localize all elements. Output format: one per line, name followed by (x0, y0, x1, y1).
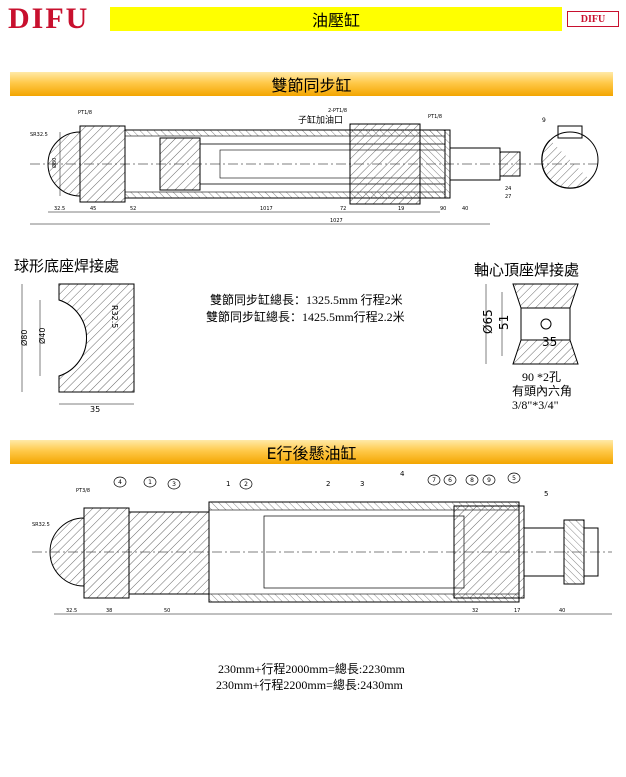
balloon-7: 7 (432, 477, 436, 484)
ball-base-title: 球形底座焊接處 (14, 257, 120, 275)
dim-d80: Ø80 (51, 158, 58, 168)
dim2-32-5: 32.5 (66, 608, 77, 614)
ball-base-d80: Ø80 (19, 330, 29, 346)
balloon-3: 3 (172, 481, 176, 488)
dim2-40: 40 (559, 608, 565, 614)
ball-base-drawing: Ø80 Ø40 R32.5 35 (19, 283, 135, 414)
axle-note-2: 有頭內六角 (512, 384, 573, 398)
spec2-line-1: 230mm+行程2000mm=總長:2230mm (218, 662, 405, 676)
port-label-pt18: PT1/8 (78, 110, 92, 116)
balloon-5: 5 (512, 475, 516, 482)
balloon-4: 4 (118, 479, 122, 486)
axle-top-d51: 51 (497, 315, 511, 330)
dim2-50: 50 (164, 608, 170, 614)
spec2-line-2: 230mm+行程2200mm=總長:2430mm (216, 678, 403, 692)
e-suspension-cylinder-drawing: 4 1 3 2 7 6 8 9 5 1 2 3 4 5 PT3/8 SR32.5… (32, 470, 612, 615)
dim-72: 72 (340, 206, 346, 212)
balloon-1: 1 (148, 479, 152, 486)
brand-badge: DIFU (567, 11, 619, 27)
dim-9: 9 (542, 117, 546, 124)
part-3: 3 (360, 480, 364, 488)
spec-line-2: 雙節同步缸總長：1425.5mm行程2.2米 (206, 310, 405, 324)
dim-19: 19 (398, 206, 404, 212)
spec-line-1: 雙節同步缸總長：1325.5mm 行程2米 (210, 293, 403, 307)
dim-32-5: 32.5 (54, 206, 65, 212)
axle-top-title: 軸心頂座焊接處 (474, 261, 580, 279)
dim2-17: 17 (514, 608, 520, 614)
axle-note-1: 90 *2孔 (522, 370, 562, 384)
part-4: 4 (400, 470, 405, 478)
port-label-top: 2-PT1/8 (328, 108, 347, 114)
balloon-6: 6 (448, 477, 452, 484)
ball-base-w35: 35 (90, 405, 100, 414)
dim-24: 24 (505, 186, 511, 192)
sr-label-2: SR32.5 (32, 522, 50, 528)
section-title-dual-sync: 雙節同步缸 (10, 72, 613, 96)
child-port-label: 子缸加油口 (298, 114, 343, 126)
page-title: 油壓缸 (110, 7, 562, 31)
dim-45: 45 (90, 206, 96, 212)
sr-label: SR32.5 (30, 132, 48, 138)
section-title-e-suspension: E行後懸油缸 (10, 440, 613, 464)
dim-40: 40 (462, 206, 468, 212)
part-1: 1 (226, 480, 230, 488)
part-5: 5 (544, 490, 548, 498)
balloon-2: 2 (244, 481, 248, 488)
pt-label: PT3/8 (76, 488, 90, 494)
axle-top-d65: Ø65 (481, 309, 495, 334)
dim-1017: 1017 (260, 206, 273, 212)
dim-90: 90 (440, 206, 446, 212)
axle-top-w35: 35 (542, 335, 557, 349)
dim-27: 27 (505, 194, 511, 200)
balloon-9: 9 (487, 477, 491, 484)
part-2: 2 (326, 480, 330, 488)
ball-base-r: R32.5 (110, 305, 119, 328)
balloon-8: 8 (470, 477, 474, 484)
dim2-32: 32 (472, 608, 478, 614)
ball-base-d40: Ø40 (37, 328, 47, 344)
axle-note-3: 3/8"*3/4" (512, 398, 559, 412)
dim-52: 52 (130, 206, 136, 212)
dim-1027: 1027 (330, 218, 343, 224)
dim2-38: 38 (106, 608, 112, 614)
dual-sync-cylinder-drawing: Ø80 32.5 45 52 1017 72 19 90 40 1027 24 … (30, 108, 600, 225)
brand-logo: DIFU (8, 2, 90, 35)
axle-top-drawing: Ø65 51 35 (481, 283, 579, 365)
port-label-pt18-b: PT1/8 (428, 114, 442, 120)
